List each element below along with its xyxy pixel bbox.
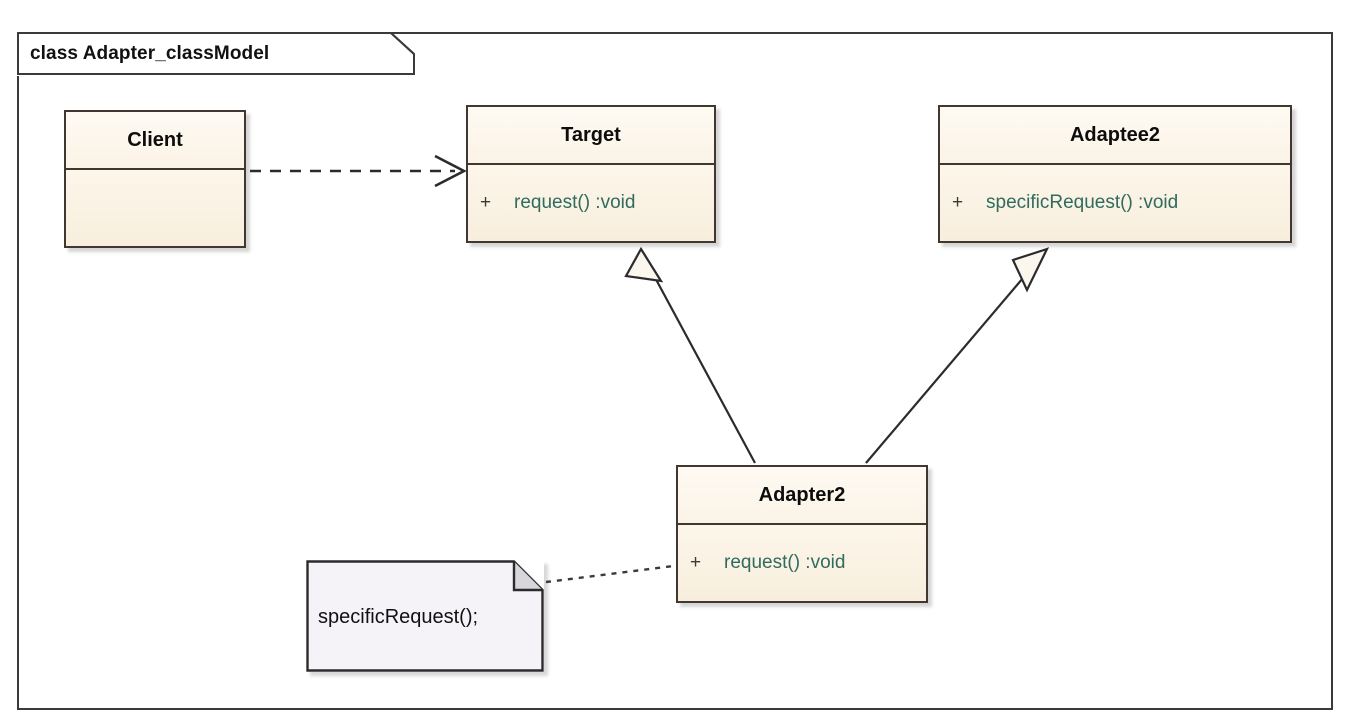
uml-class-adapter2-name: Adapter2 <box>758 483 846 506</box>
uml-operation-signature: request() :void <box>514 192 636 213</box>
uml-class-client-body <box>66 170 244 246</box>
uml-operation-row: + request() :void <box>468 165 714 241</box>
uml-class-target-name: Target <box>561 123 621 146</box>
uml-class-client-header: Client <box>66 112 244 170</box>
uml-operation-signature: specificRequest() :void <box>986 192 1179 213</box>
uml-note[interactable]: specificRequest(); <box>306 560 544 672</box>
uml-class-client-name: Client <box>127 128 183 151</box>
uml-class-target[interactable]: Target + request() :void <box>466 105 716 243</box>
uml-class-target-header: Target <box>468 107 714 165</box>
uml-note-shape <box>306 560 544 672</box>
uml-class-adaptee2[interactable]: Adaptee2 + specificRequest() :void <box>938 105 1292 243</box>
uml-visibility-marker: + <box>690 552 702 573</box>
uml-class-adapter2-body: + request() :void <box>678 525 926 601</box>
diagram-frame-label: class Adapter_classModel <box>30 43 270 64</box>
uml-operation-row: + specificRequest() :void <box>940 165 1290 241</box>
uml-note-text: specificRequest(); <box>318 606 479 628</box>
uml-class-adapter2[interactable]: Adapter2 + request() :void <box>676 465 928 603</box>
uml-class-adaptee2-header: Adaptee2 <box>940 107 1290 165</box>
uml-class-adapter2-header: Adapter2 <box>678 467 926 525</box>
diagram-frame <box>17 32 1333 710</box>
diagram-frame-tab: class Adapter_classModel <box>17 32 415 76</box>
uml-class-target-body: + request() :void <box>468 165 714 241</box>
uml-class-client[interactable]: Client <box>64 110 246 248</box>
uml-visibility-marker: + <box>952 192 964 213</box>
frame-tab-shape <box>17 32 415 75</box>
uml-operation-row: + request() :void <box>678 525 926 601</box>
uml-visibility-marker: + <box>480 192 492 213</box>
uml-operation-signature: request() :void <box>724 552 846 573</box>
uml-class-adaptee2-body: + specificRequest() :void <box>940 165 1290 241</box>
uml-class-adaptee2-name: Adaptee2 <box>1069 123 1161 146</box>
